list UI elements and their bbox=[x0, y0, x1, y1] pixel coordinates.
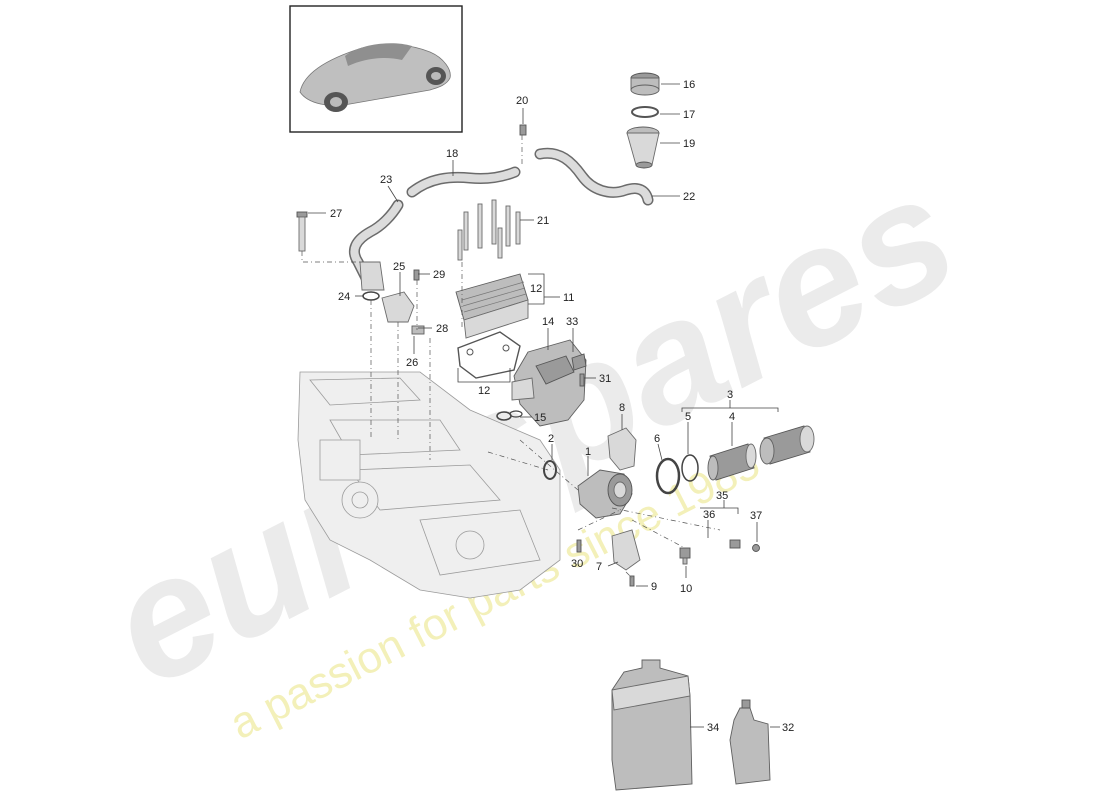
part-23-hose bbox=[349, 199, 404, 284]
leader-lines bbox=[308, 83, 780, 728]
callout-19: 19 bbox=[683, 138, 695, 150]
callout-25: 25 bbox=[393, 261, 405, 273]
part-3-filter-cartridge bbox=[759, 425, 815, 465]
callout-35: 35 bbox=[716, 490, 728, 502]
part-36-valve bbox=[729, 539, 741, 549]
part-37-plug bbox=[752, 544, 760, 552]
callout-2: 2 bbox=[548, 433, 554, 445]
callout-27: 27 bbox=[330, 208, 342, 220]
callout-12b: 12 bbox=[478, 385, 490, 397]
part-19-filler-neck bbox=[626, 126, 660, 169]
callout-32: 32 bbox=[782, 722, 794, 734]
part-16-oil-cap bbox=[630, 72, 660, 96]
callout-23: 23 bbox=[380, 174, 392, 186]
watermark-logo: eurospares bbox=[81, 138, 984, 723]
part-14-filter-housing bbox=[511, 339, 587, 427]
callout-20: 20 bbox=[516, 95, 528, 107]
callout-8: 8 bbox=[619, 402, 625, 414]
part-30-bolt bbox=[576, 539, 582, 553]
callout-9: 9 bbox=[651, 581, 657, 593]
vehicle-thumbnail bbox=[289, 5, 463, 133]
car-image bbox=[299, 43, 451, 112]
part-11-oil-cooler bbox=[455, 273, 529, 339]
part-20-bolt bbox=[519, 124, 527, 136]
part-1-oil-pump bbox=[577, 469, 633, 519]
callout-18: 18 bbox=[446, 148, 458, 160]
part-29-bolt bbox=[413, 269, 420, 281]
callout-22: 22 bbox=[683, 191, 695, 203]
callout-24: 24 bbox=[338, 291, 350, 303]
part-24-gasket bbox=[359, 261, 385, 301]
part-34-fitting bbox=[571, 353, 587, 371]
callout-37: 37 bbox=[750, 510, 762, 522]
callout-36: 36 bbox=[703, 509, 715, 521]
part-33-oil-canister bbox=[611, 659, 693, 791]
callout-33: 34 bbox=[707, 722, 719, 734]
callout-15: 15 bbox=[534, 412, 546, 424]
part-25-bracket bbox=[381, 291, 415, 323]
callout-34: 33 bbox=[566, 316, 578, 328]
callout-7: 7 bbox=[596, 561, 602, 573]
callout-6: 6 bbox=[654, 433, 660, 445]
assembly-lines bbox=[301, 135, 721, 579]
part-31-bolt bbox=[579, 373, 585, 387]
part-8-cover bbox=[607, 427, 637, 471]
callout-11: 11 bbox=[563, 292, 574, 304]
callout-28: 28 bbox=[436, 323, 448, 335]
callout-17: 17 bbox=[683, 109, 695, 121]
callout-labels: 16 17 19 20 18 23 22 27 21 25 29 24 12 1… bbox=[330, 79, 794, 734]
part-22-hose bbox=[534, 147, 654, 206]
part-12-gasket bbox=[457, 331, 521, 379]
part-27-bolt bbox=[296, 211, 308, 252]
callout-26: 26 bbox=[406, 357, 418, 369]
callout-1: 1 bbox=[585, 446, 591, 458]
part-32-oil-bottle bbox=[729, 699, 771, 785]
callout-10: 10 bbox=[680, 583, 692, 595]
part-7-bracket bbox=[611, 529, 641, 571]
callout-5: 5 bbox=[685, 411, 691, 423]
part-6-o-ring bbox=[655, 457, 681, 495]
engine-block bbox=[297, 371, 561, 599]
callout-30: 30 bbox=[571, 558, 583, 570]
callout-3: 3 bbox=[727, 389, 733, 401]
part-15-sealing-ring bbox=[496, 410, 523, 421]
part-2-o-ring bbox=[543, 460, 557, 480]
callout-31: 31 bbox=[599, 373, 611, 385]
part-28-fitting bbox=[411, 325, 425, 335]
callout-12a: 12 bbox=[530, 283, 542, 295]
part-4-filter-element bbox=[707, 443, 757, 481]
callout-21: 21 bbox=[537, 215, 549, 227]
callout-29: 29 bbox=[433, 269, 445, 281]
part-5-o-ring bbox=[681, 454, 699, 482]
part-21-bolts bbox=[457, 199, 521, 261]
part-9-bolt bbox=[629, 575, 635, 587]
part-10-sensor bbox=[679, 547, 691, 565]
callout-14: 14 bbox=[542, 316, 554, 328]
part-17-seal-ring bbox=[631, 106, 659, 118]
callout-16: 16 bbox=[683, 79, 695, 91]
callout-4: 4 bbox=[729, 411, 735, 423]
part-18-hose bbox=[406, 166, 521, 198]
